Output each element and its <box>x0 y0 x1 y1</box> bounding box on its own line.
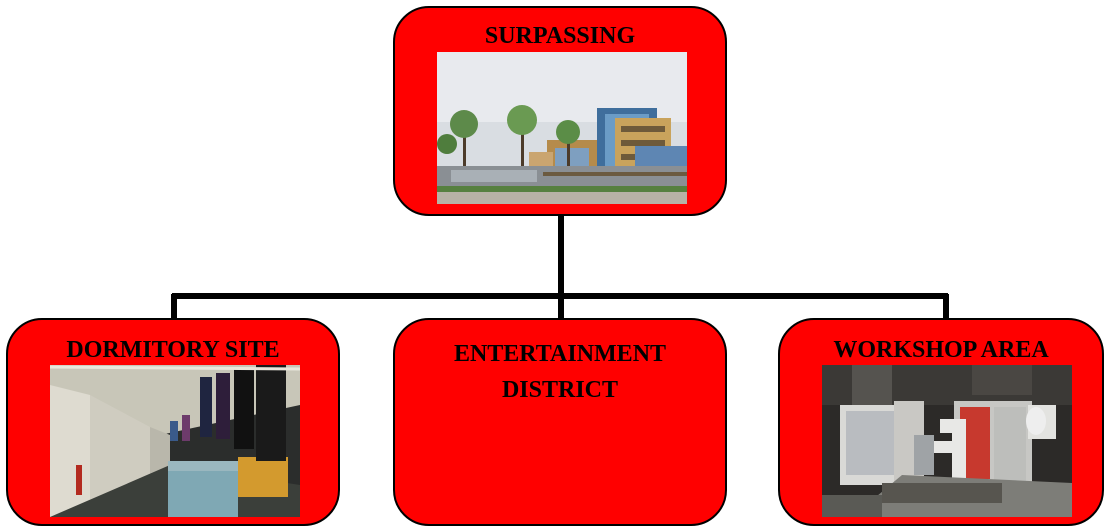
workshop-machine-photo <box>822 365 1072 517</box>
child-node-workshop-area: WORKSHOP AREA <box>778 318 1104 526</box>
child-node-title-workshop: WORKSHOP AREA <box>833 337 1049 363</box>
child-node-title-dormitory: DORMITORY SITE <box>66 337 280 363</box>
dormitory-corridor-photo <box>50 365 300 517</box>
child-node-dormitory-site: DORMITORY SITE <box>6 318 340 526</box>
root-node-surpassing: SURPASSING <box>393 6 727 216</box>
campus-buildings-photo <box>437 52 687 204</box>
root-node-title: SURPASSING <box>484 23 636 49</box>
child-node-title-entertainment: ENTERTAINMENT DISTRICT <box>453 341 667 403</box>
child-node-entertainment-district: ENTERTAINMENT DISTRICT <box>393 318 727 526</box>
